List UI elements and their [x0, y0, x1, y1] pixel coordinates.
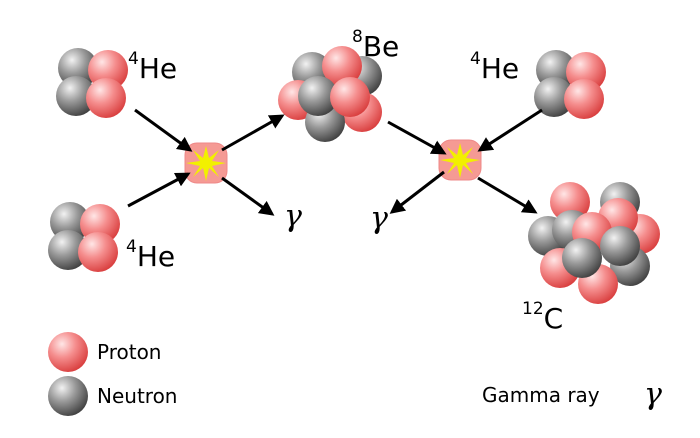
- gamma-ray-1: γ: [284, 199, 302, 234]
- helium-nucleus-top-left: [56, 48, 128, 118]
- label-he-right: 4He: [470, 49, 519, 85]
- legend: Proton Neutron Gamma ray γ: [48, 332, 662, 416]
- label-he-top-left: 4He: [128, 49, 177, 85]
- legend-proton: Proton: [97, 340, 161, 364]
- collision-flash-1: [184, 142, 228, 184]
- helium-nucleus-bottom-left: [48, 202, 120, 272]
- helium-nucleus-right: [534, 50, 606, 119]
- legend-gamma-symbol: γ: [644, 377, 662, 412]
- proton-swatch: [48, 332, 88, 372]
- label-he-bottom-left: 4He: [126, 237, 175, 273]
- neutron-swatch: [48, 376, 88, 416]
- legend-neutron: Neutron: [97, 384, 177, 408]
- collision-flash-2: [438, 139, 482, 181]
- label-carbon: 12C: [522, 299, 563, 335]
- gamma-ray-2: γ: [370, 201, 388, 236]
- legend-gamma: Gamma ray: [482, 383, 600, 407]
- label-be: 8Be: [352, 27, 399, 63]
- carbon-nucleus: [528, 182, 660, 304]
- beryllium-nucleus: [278, 46, 382, 142]
- reaction-arrows: [127, 108, 543, 216]
